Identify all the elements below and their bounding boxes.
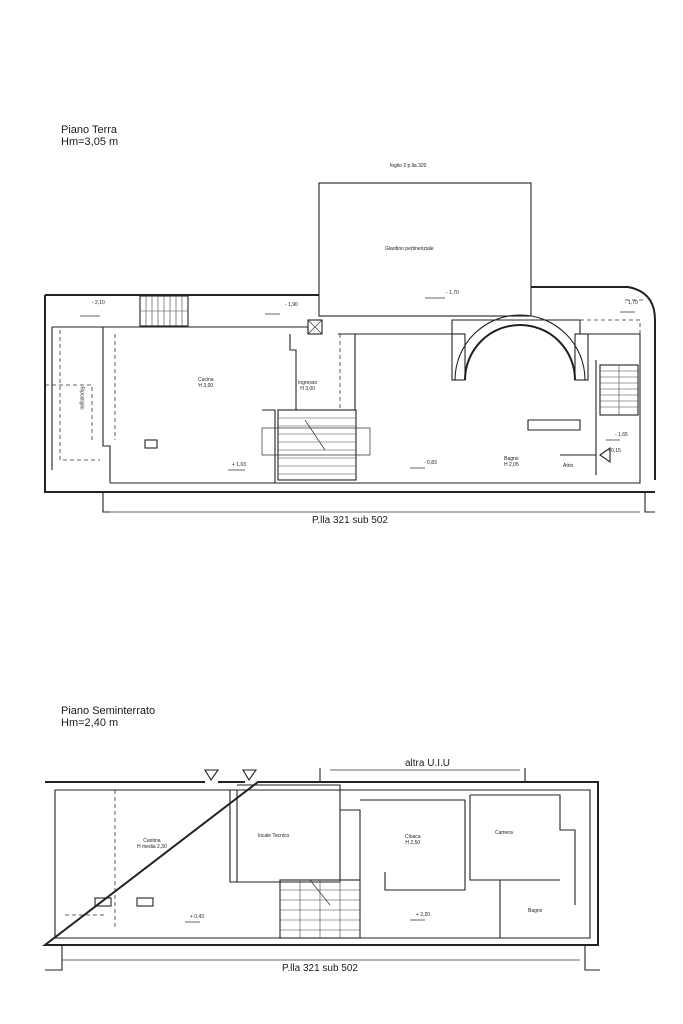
basement-room-cloaca: Cloaca H 2,50 xyxy=(405,834,421,846)
ground-valve-symbol xyxy=(599,446,611,464)
basement-inner-walls xyxy=(229,784,576,938)
ground-dashed-lines xyxy=(45,299,645,461)
ground-outer-walls xyxy=(44,286,656,513)
ground-arch xyxy=(451,314,589,381)
ground-floor-title-name: Piano Terra xyxy=(61,124,118,136)
ground-stairs-center xyxy=(261,409,371,481)
ground-stairs-right xyxy=(599,364,639,416)
ground-garden-outline xyxy=(318,182,532,317)
basement-elevation-markers xyxy=(185,919,425,923)
basement-fixtures xyxy=(94,769,258,907)
ground-elevation-3: - 1,70 xyxy=(446,290,459,296)
basement-stairs xyxy=(279,879,361,939)
ground-elevation-4: - 1,70 xyxy=(625,300,638,306)
basement-elevation-2: + 2,20 xyxy=(416,912,431,918)
ground-fixture xyxy=(144,439,158,449)
ground-room-cucina: Cucina H 3,00 xyxy=(198,377,214,389)
ground-chimney xyxy=(307,319,323,335)
ground-elevation-5: - 1,65 xyxy=(615,432,628,438)
ground-floor-title-height: Hm=3,05 m xyxy=(61,136,119,148)
basement-title: Piano Seminterrato Hm=2,40 m xyxy=(61,705,155,729)
ground-elevation-markers xyxy=(80,297,635,471)
ground-floor-sheet-ref: foglio 2 p.lla 320 xyxy=(390,163,427,169)
basement-neighbor-label: altra U.I.U xyxy=(405,758,451,769)
ground-room-giardino: Giardino pertinenziale xyxy=(385,246,434,252)
basement-outer-walls xyxy=(42,768,600,971)
basement-elevation-1: + 0,43 xyxy=(190,914,205,920)
ground-elevation-2: - 1,90 xyxy=(285,302,298,308)
basement-room-cantina: Cantina H media 2,30 xyxy=(137,838,167,850)
ground-elevation-6: + 1,03 xyxy=(232,462,247,468)
ground-elevation-1: - 2,10 xyxy=(92,300,105,306)
ground-stairs-top xyxy=(139,295,189,327)
ground-room-atrio: Atrio xyxy=(563,463,574,469)
ground-room-ripostiglio: Ripostiglio xyxy=(78,386,85,410)
ground-elevation-7: - 0,83 xyxy=(424,460,437,466)
ground-room-ingresso: Ingresso H 3,00 xyxy=(298,380,318,392)
basement-room-camera: Camera xyxy=(495,830,513,836)
ground-floor-parcel-label: P.lla 321 sub 502 xyxy=(312,515,388,526)
basement-room-locale-tecnico: locale Tecnico xyxy=(258,833,290,839)
ground-floor-title: Piano Terra Hm=3,05 m xyxy=(61,124,118,148)
basement-room-bagno: Bagno xyxy=(528,908,543,914)
basement-title-height: Hm=2,40 m xyxy=(61,717,119,729)
basement-dashed-lines xyxy=(65,790,361,938)
ground-elevation-8: - 0,15 xyxy=(608,448,621,454)
basement-title-name: Piano Seminterrato xyxy=(61,705,156,717)
ground-room-bagno: Bagno H 2,05 xyxy=(504,456,519,468)
basement-parcel-label: P.lla 321 sub 502 xyxy=(282,963,358,974)
